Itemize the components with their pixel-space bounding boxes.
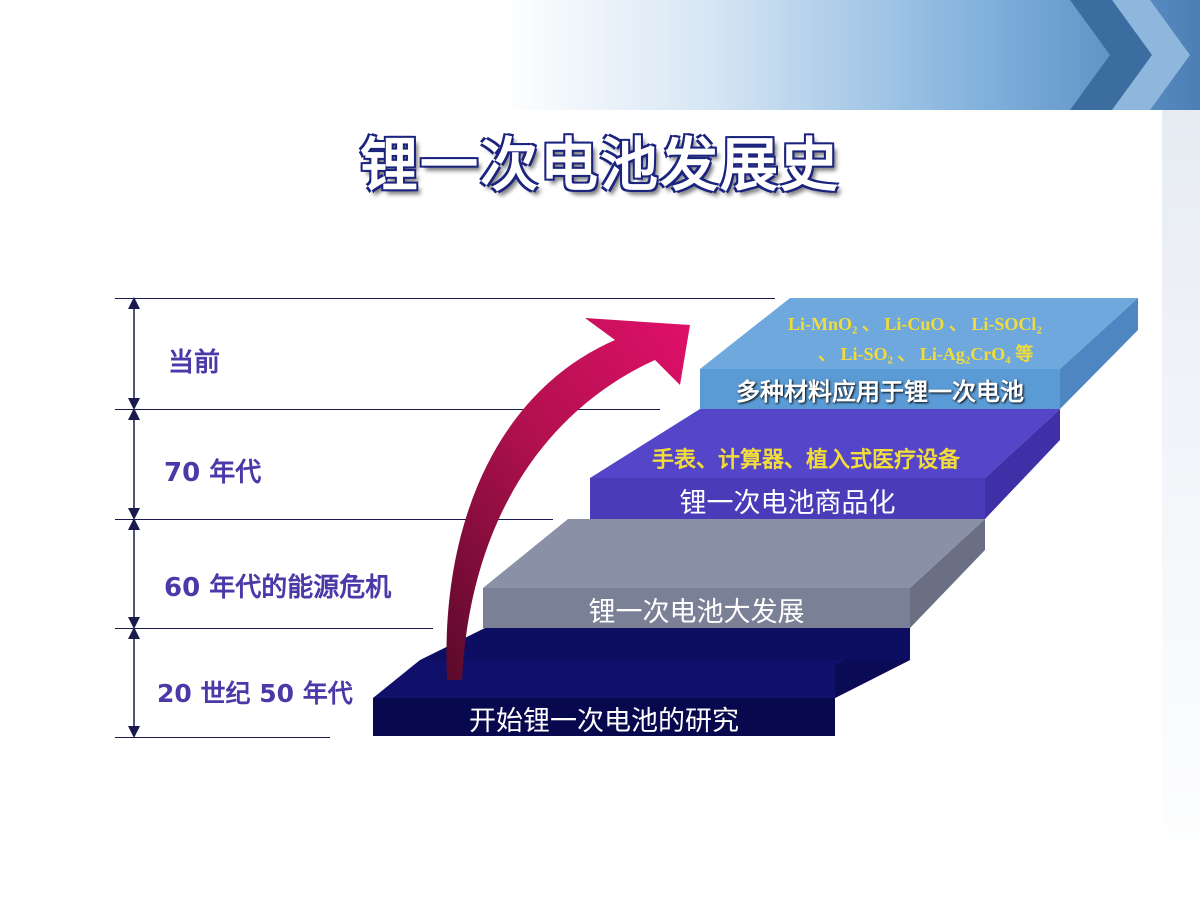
- era-label-50s: 20 世纪 50 年代: [157, 674, 353, 710]
- materials-note-line2: 、 Li-SO₂ 、 Li-Ag₂CrO₄ 等: [818, 340, 1033, 366]
- step-label-commercialization: 锂一次电池商品化: [590, 481, 985, 520]
- era-label-current: 当前: [168, 342, 220, 379]
- devices-note: 手表、计算器、植入式医疗设备: [652, 442, 960, 474]
- materials-note-line1: Li-MnO₂ 、 Li-CuO 、 Li-SOCl₂: [788, 310, 1042, 336]
- step-label-research: 开始锂一次电池的研究: [373, 699, 835, 738]
- era-label-70s: 70 年代: [164, 452, 261, 489]
- step-label-materials: 多种材料应用于锂一次电池: [700, 372, 1060, 407]
- step-label-development: 锂一次电池大发展: [483, 590, 910, 629]
- era-label-60s: 60 年代的能源危机: [164, 567, 391, 604]
